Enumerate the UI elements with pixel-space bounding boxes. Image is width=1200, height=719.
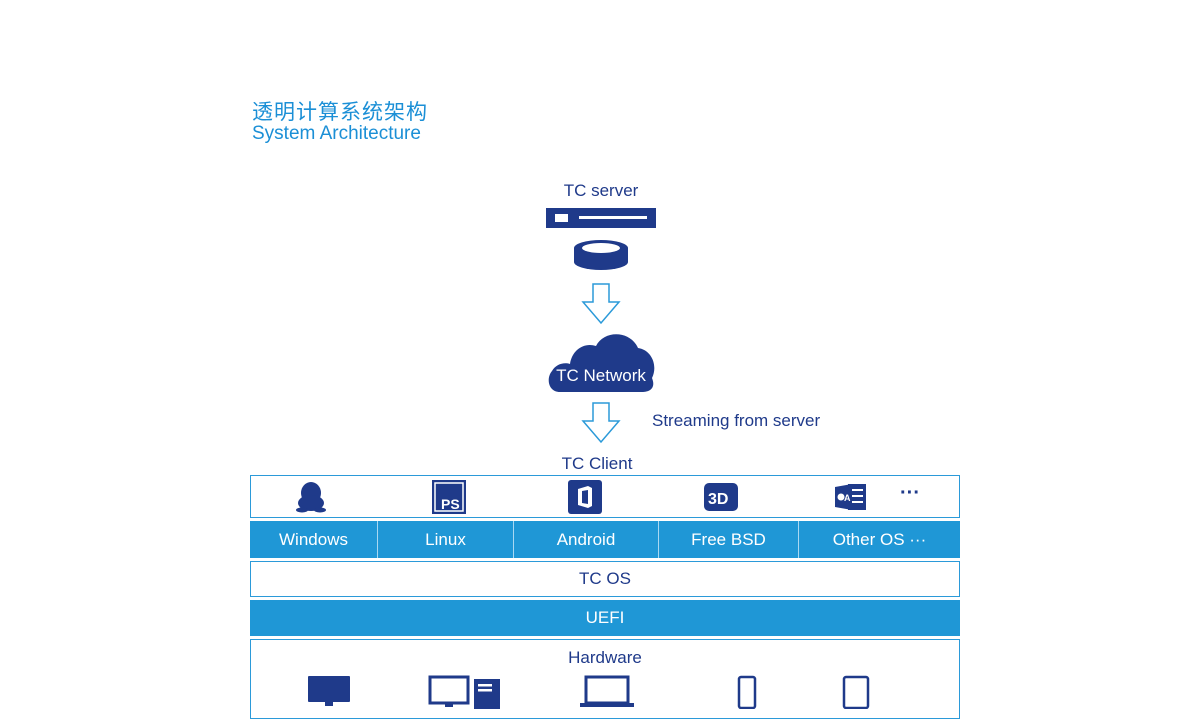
uefi-layer: UEFI [250, 600, 960, 636]
streaming-label: Streaming from server [652, 411, 821, 430]
page-title-chinese: 透明计算系统架构 [252, 101, 428, 124]
office-icon [568, 480, 602, 514]
page-title-english: System Architecture [252, 123, 421, 144]
tc-client-label: TC Client [561, 454, 633, 473]
app-icons-row: PS 3D A ··· [250, 475, 960, 518]
os-row: Windows Linux Android Free BSD Other OS … [250, 521, 960, 558]
tc-network-label: TC Network [556, 366, 646, 385]
arrow-down-icon [581, 402, 621, 444]
more-dots-icon: ··· [900, 482, 920, 504]
desktop-pc-icon [428, 675, 500, 709]
svg-text:A: A [844, 493, 851, 503]
arrow-down-icon [581, 283, 621, 325]
photoshop-icon: PS [432, 480, 466, 514]
os-android: Android [514, 521, 659, 558]
server-rack-icon [546, 208, 656, 228]
qq-penguin-icon [296, 482, 326, 513]
monitor-icon [308, 676, 350, 706]
hardware-layer: Hardware [250, 639, 960, 719]
tc-server-label: TC server [563, 181, 639, 200]
svg-text:3D: 3D [708, 491, 728, 508]
os-free-bsd: Free BSD [659, 521, 799, 558]
tablet-icon [842, 675, 870, 709]
os-linux: Linux [378, 521, 514, 558]
storage-disk-icon [574, 240, 628, 270]
phone-icon [737, 675, 757, 709]
3d-icon: 3D [704, 483, 738, 511]
tc-os-layer: TC OS [250, 561, 960, 597]
laptop-icon [580, 675, 634, 707]
cloud-icon [548, 334, 655, 392]
svg-text:PS: PS [441, 496, 460, 512]
hardware-label: Hardware [568, 648, 642, 667]
os-other: Other OS ··· [832, 529, 927, 549]
outlook-icon: A [835, 484, 866, 510]
os-windows: Windows [250, 521, 378, 558]
